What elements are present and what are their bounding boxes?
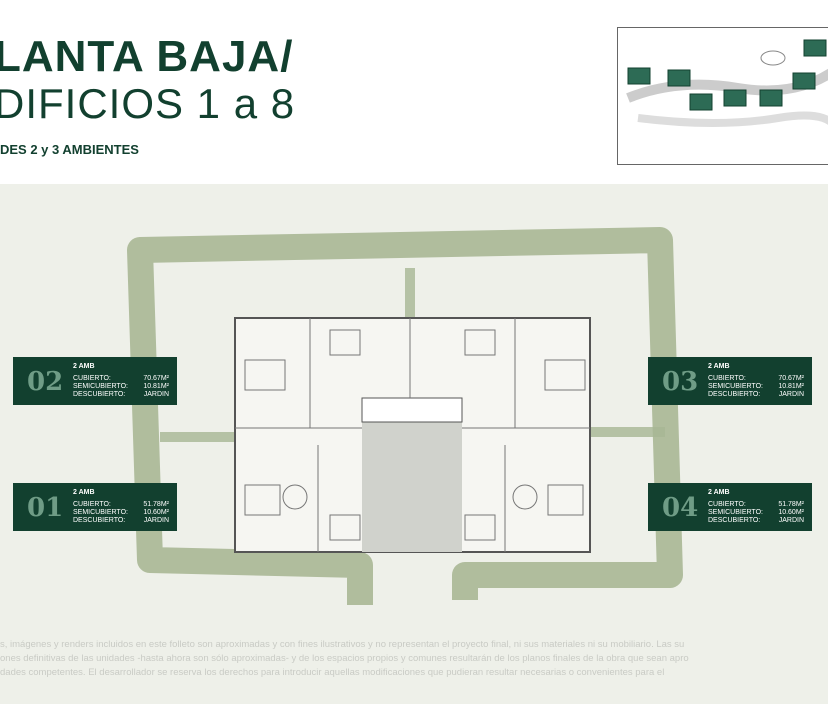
unit-type: 2 AMB (73, 489, 95, 496)
label: SEMICUBIERTO: (708, 383, 763, 390)
label: SEMICUBIERTO: (73, 509, 128, 516)
label: CUBIERTO: (73, 501, 111, 508)
cubierto-row: CUBIERTO: 70.67M² (708, 375, 804, 383)
unit-number: 02 (27, 367, 64, 397)
unit-number: 01 (27, 493, 64, 523)
unit-type: 2 AMB (708, 489, 730, 496)
site-map (626, 39, 828, 127)
cubierto-row: CUBIERTO: 70.67M² (73, 375, 169, 383)
label: DESCUBIERTO: (73, 517, 126, 524)
cubierto-row: CUBIERTO: 51.78M² (708, 501, 804, 509)
descubierto-row: DESCUBIERTO: JARDIN (708, 391, 804, 399)
value: JARDIN (778, 517, 804, 524)
label: CUBIERTO: (708, 501, 746, 508)
label: DESCUBIERTO: (708, 517, 761, 524)
site-map-inset (617, 27, 828, 165)
label: CUBIERTO: (708, 375, 746, 382)
unit-card-01: 01 2 AMB CUBIERTO: 51.78M² SEMICUBIERTO: 1… (13, 483, 177, 531)
page-subtitle: DIFICIOS 1 a 8 (0, 80, 296, 127)
header: LANTA BAJA/ DIFICIOS 1 a 8 DES 2 y 3 AMB… (0, 0, 828, 184)
value: JARDIN (778, 391, 804, 398)
unit-number: 03 (662, 367, 699, 397)
unit-type: 2 AMB (73, 363, 95, 370)
disclaimer: s, imágenes y renders incluidos en este … (0, 638, 828, 680)
semicubierto-row: SEMICUBIERTO: 10.81M² (73, 383, 169, 391)
unit-type: 2 AMB (708, 363, 730, 370)
unit-number: 04 (662, 493, 699, 523)
units-caption: DES 2 y 3 AMBIENTES (0, 142, 139, 157)
label: DESCUBIERTO: (708, 391, 761, 398)
semicubierto-row: SEMICUBIERTO: 10.60M² (73, 509, 169, 517)
label: CUBIERTO: (73, 375, 111, 382)
descubierto-row: DESCUBIERTO: JARDIN (708, 517, 804, 525)
descubierto-row: DESCUBIERTO: JARDIN (73, 517, 169, 525)
value: JARDIN (143, 517, 169, 524)
unit-card-04: 04 2 AMB CUBIERTO: 51.78M² SEMICUBIERTO: 1… (648, 483, 812, 531)
value: 51.78M² (143, 501, 169, 508)
unit-card-03: 03 2 AMB CUBIERTO: 70.67M² SEMICUBIERTO: 1… (648, 357, 812, 405)
label: SEMICUBIERTO: (708, 509, 763, 516)
cubierto-row: CUBIERTO: 51.78M² (73, 501, 169, 509)
common-hall (362, 420, 462, 552)
value: 10.60M² (778, 509, 804, 516)
label: DESCUBIERTO: (73, 391, 126, 398)
value: 10.60M² (143, 509, 169, 516)
disclaimer-line: s, imágenes y renders incluidos en este … (0, 639, 685, 650)
descubierto-row: DESCUBIERTO: JARDIN (73, 391, 169, 399)
disclaimer-line: dades competentes. El desarrollador se r… (0, 667, 665, 678)
value: 51.78M² (778, 501, 804, 508)
value: 70.67M² (778, 375, 804, 382)
value: 70.67M² (143, 375, 169, 382)
disclaimer-line: ones definitivas de las unidades -hasta … (0, 653, 689, 664)
semicubierto-row: SEMICUBIERTO: 10.60M² (708, 509, 804, 517)
semicubierto-row: SEMICUBIERTO: 10.81M² (708, 383, 804, 391)
unit-card-02: 02 2 AMB CUBIERTO: 70.67M² SEMICUBIERTO: 1… (13, 357, 177, 405)
value: 10.81M² (143, 383, 169, 390)
value: 10.81M² (778, 383, 804, 390)
page-title: LANTA BAJA/ (0, 32, 294, 81)
value: JARDIN (143, 391, 169, 398)
hedge-ring (127, 227, 683, 605)
label: SEMICUBIERTO: (73, 383, 128, 390)
